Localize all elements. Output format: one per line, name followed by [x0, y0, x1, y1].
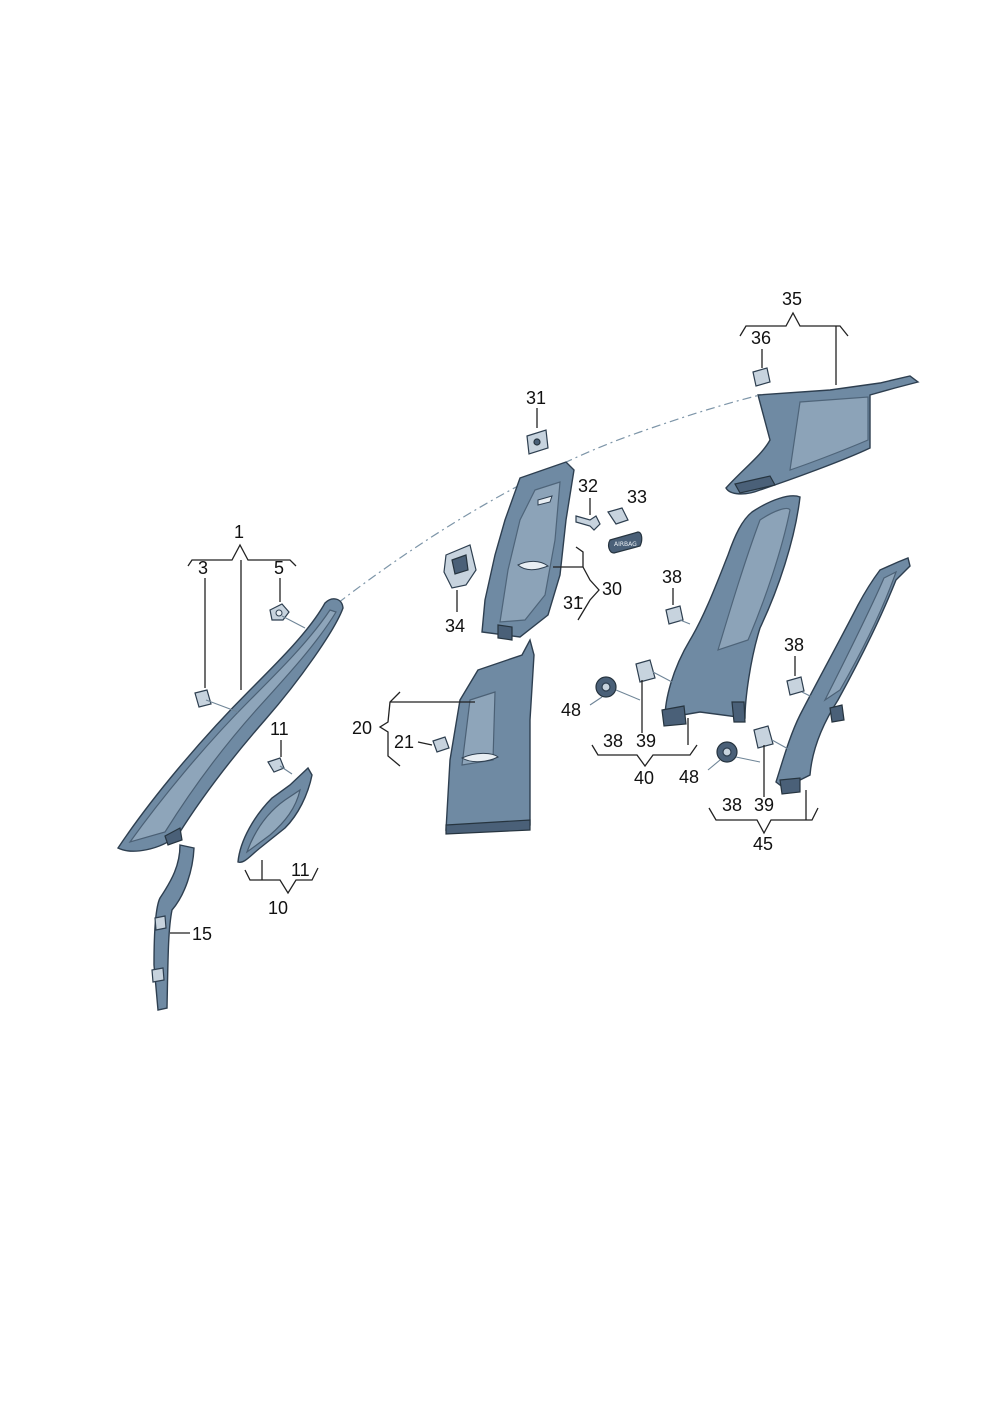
callout-15: 15: [192, 924, 212, 944]
callout-38-right: 38: [784, 635, 804, 655]
callout-20: 20: [352, 718, 372, 738]
callout-11-group: 11: [291, 860, 310, 880]
callout-labels: 1 3 5 11 11 10 15 31 32 33 30 31 34 20 2…: [192, 289, 804, 944]
callout-1: 1: [234, 522, 244, 542]
part-48-nut-a: [595, 676, 617, 698]
part-48-nut-b: [716, 741, 738, 763]
part-34-bracket: [443, 544, 477, 589]
callout-32: 32: [578, 476, 598, 496]
part-39-clip-a: [635, 659, 656, 683]
airbag-label: AIRBAG: [614, 541, 637, 548]
leader-lines: [170, 311, 849, 934]
part-10-trim-cover: [237, 766, 313, 863]
part-31-clip: [526, 429, 549, 455]
callout-11-clip: 11: [270, 719, 289, 739]
callout-39-group40: 39: [636, 731, 656, 751]
callout-38-group40: 38: [603, 731, 623, 751]
callout-35: 35: [782, 289, 802, 309]
part-11-clip: [267, 757, 285, 773]
callout-36: 36: [751, 328, 771, 348]
part-21-clip: [432, 736, 450, 753]
callout-33: 33: [627, 487, 647, 507]
callout-21: 21: [394, 732, 414, 752]
callout-40: 40: [634, 768, 654, 788]
part-35-upper-c-pillar: [725, 375, 920, 495]
callout-48-left: 48: [561, 700, 581, 720]
part-40-c-pillar-trim: [661, 495, 801, 727]
callout-38-upper: 38: [662, 567, 682, 587]
part-3-clip: [194, 689, 212, 708]
callout-30: 30: [602, 579, 622, 599]
callout-39-group45: 39: [754, 795, 774, 815]
part-45-d-pillar-trim: [775, 557, 911, 795]
assembly-guide-arc: [337, 394, 761, 604]
callout-10: 10: [268, 898, 288, 918]
callout-48-right: 48: [679, 767, 699, 787]
part-36-clip: [752, 367, 771, 387]
callout-3: 3: [198, 558, 208, 578]
part-33-airbag-badge: AIRBAG: [607, 507, 643, 554]
part-39-clip-b: [753, 725, 774, 749]
part-a-pillar-trim: [116, 598, 344, 852]
callout-34: 34: [445, 616, 465, 636]
part-32-screw: [575, 515, 601, 531]
callout-31-clip: 31: [526, 388, 546, 408]
callout-31-group: 31: [563, 593, 583, 613]
part-15-pillar-strip: [151, 844, 195, 1011]
part-38-clip-b: [786, 676, 805, 696]
callout-45: 45: [753, 834, 773, 854]
part-31-upper-b-pillar: [481, 461, 575, 641]
part-38-clip-a: [665, 605, 684, 625]
part-5-clip: [269, 603, 290, 621]
callout-5: 5: [274, 558, 284, 578]
part-20-lower-b-pillar: [445, 638, 535, 835]
callout-38-group45: 38: [722, 795, 742, 815]
